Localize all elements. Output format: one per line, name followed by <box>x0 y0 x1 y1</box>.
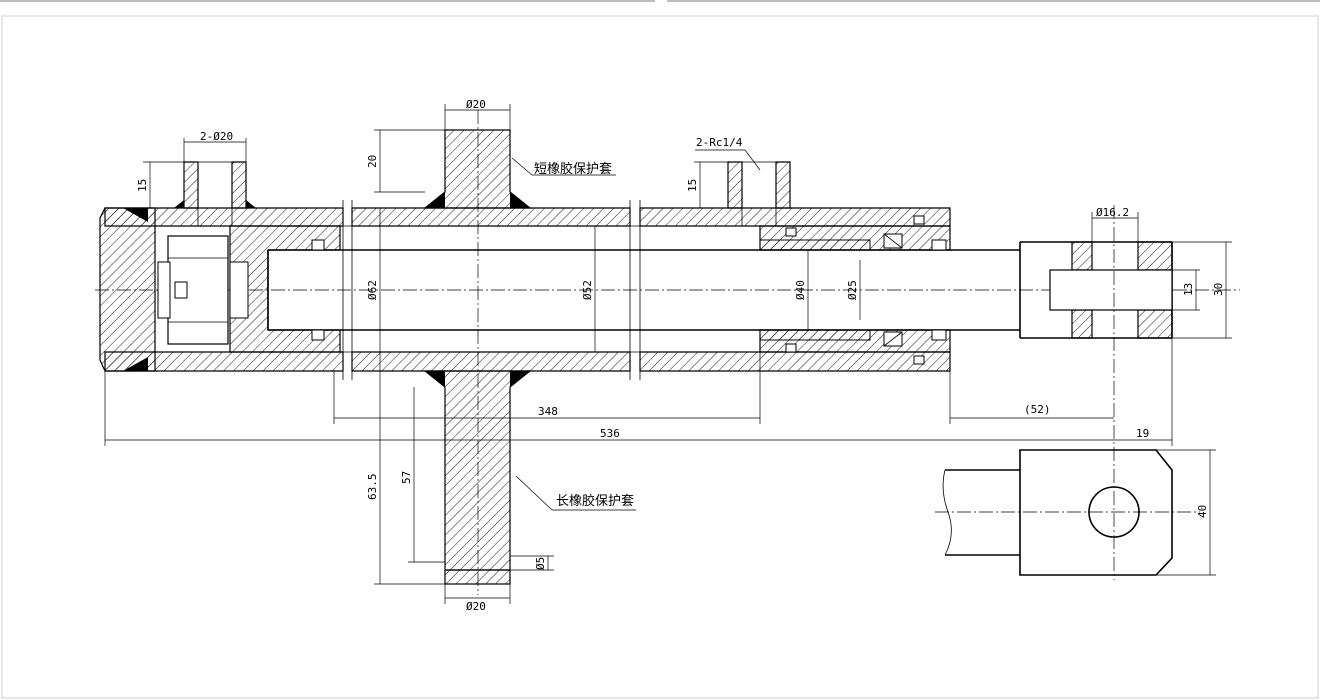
dim-pin-hole: Ø16.2 <box>1096 206 1129 219</box>
dim-port-thread: 2-Rc1/4 <box>696 136 743 149</box>
dim-offset: (52) <box>1024 403 1051 416</box>
dim-port-dia: 2-Ø20 <box>200 130 233 143</box>
dim-trunnion-57: 57 <box>400 471 413 484</box>
dim-stroke: 348 <box>538 405 558 418</box>
dim-port-height-left: 15 <box>136 179 149 192</box>
dim-clevis-slot: 13 <box>1182 283 1195 296</box>
dim-clevis-40: 40 <box>1196 505 1209 518</box>
trunnion-bottom <box>423 370 532 585</box>
dim-bore-inner: Ø52 <box>581 280 594 300</box>
trunnion-top <box>423 110 532 595</box>
dim-bore-outer: Ø62 <box>366 280 379 300</box>
dim-rod-dia: Ø40 <box>794 280 807 300</box>
clevis-side-view <box>935 449 1200 576</box>
rod-gland <box>759 215 951 365</box>
piston-assembly <box>157 225 341 353</box>
dim-trunnion-5: Ø5 <box>534 557 547 570</box>
dim-rod-small: Ø25 <box>846 280 859 300</box>
dimension-lines <box>104 104 1232 604</box>
dim-clevis-width: 30 <box>1212 283 1225 296</box>
dim-trunnion-63-5: 63.5 <box>366 474 379 501</box>
dim-end: 19 <box>1136 427 1149 440</box>
dim-total-length: 536 <box>600 427 620 440</box>
oil-port-left <box>174 161 256 226</box>
oil-port-right <box>727 161 791 226</box>
long-sleeve-label: 长橡胶保护套 <box>556 493 634 509</box>
dim-port-height-right: 15 <box>686 179 699 192</box>
dim-top-trunnion-height: 20 <box>366 155 379 168</box>
dim-top-trunnion-dia: Ø20 <box>466 98 486 111</box>
short-sleeve-label: 短橡胶保护套 <box>534 161 612 177</box>
dim-bottom-trunnion-dia: Ø20 <box>466 600 486 613</box>
rod-end-clevis <box>1019 205 1173 580</box>
piston-rod <box>267 249 1020 331</box>
